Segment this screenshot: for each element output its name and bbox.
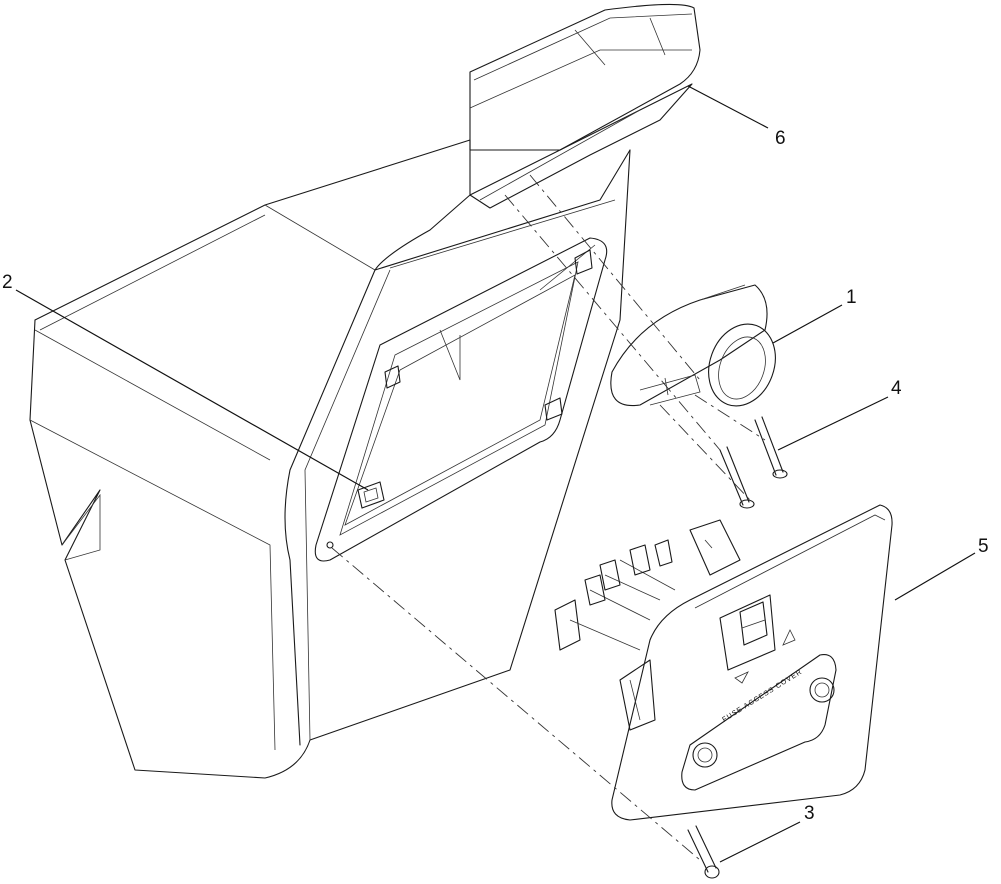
callout-labels: 6 2 1 4 5 3 xyxy=(2,128,989,824)
plate-label: FUSE ACCESS COVER xyxy=(721,669,803,724)
callout-5: 5 xyxy=(978,536,989,557)
center-lines xyxy=(331,174,766,861)
callout-1: 1 xyxy=(846,287,857,308)
leader-lines xyxy=(15,85,976,863)
callout-6: 6 xyxy=(775,128,786,149)
callout-3: 3 xyxy=(804,803,815,824)
callout-2: 2 xyxy=(2,272,13,293)
fuse-panel: FUSE ACCESS COVER xyxy=(554,504,893,821)
console-housing xyxy=(29,3,701,779)
ring-assembly xyxy=(610,284,776,407)
callout-4: 4 xyxy=(891,378,902,399)
pin xyxy=(687,825,720,879)
screws xyxy=(719,416,788,509)
